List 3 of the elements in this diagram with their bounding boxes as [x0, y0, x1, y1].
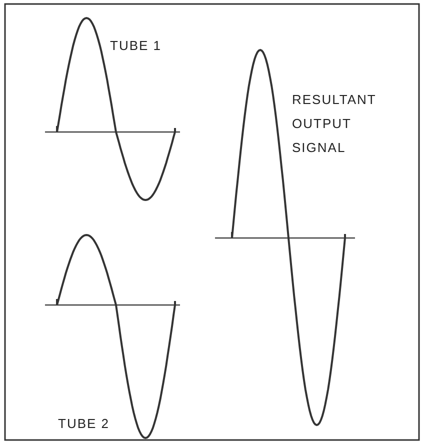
wave-label: TUBE 1 — [110, 37, 163, 55]
wave-label: TUBE 2 — [58, 415, 111, 433]
wave-label: RESULTANT OUTPUT SIGNAL — [292, 91, 378, 157]
